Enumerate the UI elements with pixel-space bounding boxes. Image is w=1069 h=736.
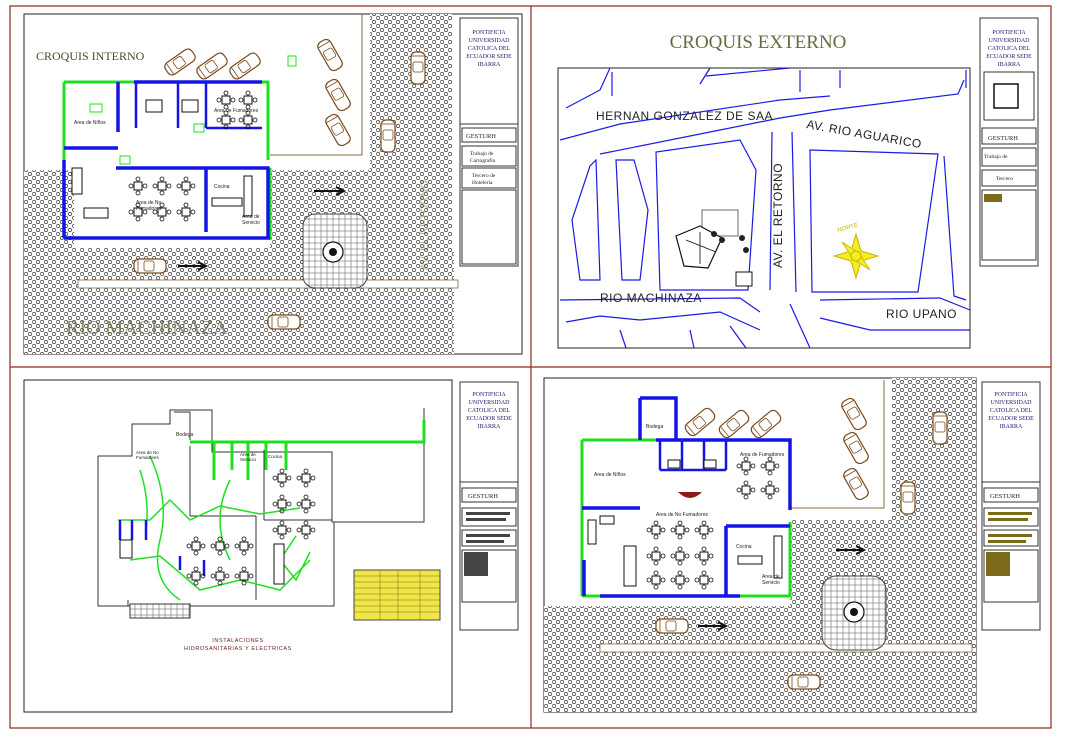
street-label-hernan-gonzalez: HERNAN GONZALEZ DE SAA [596, 109, 773, 123]
final-room-store: Bodega [646, 424, 663, 430]
tb3-institution-5: IBARRA [478, 424, 501, 430]
installations-room-service-1: Area de [240, 452, 256, 457]
tb1-author: GESTURH [466, 133, 496, 140]
tb4-institution-5: IBARRA [1000, 424, 1023, 430]
tb2-level: Tercero [996, 176, 1013, 182]
tb3-institution-3: CATOLICA DEL [468, 408, 511, 414]
final-room-non-smokers: Area de No Fumadores [656, 512, 708, 518]
tb2-institution-1: PONTIFICIA [992, 30, 1026, 36]
installations-room-service-2: Servicio [240, 457, 257, 462]
installations-room-store: Bodega [176, 432, 193, 438]
installations-room-smokers-1: Area de No [136, 450, 159, 455]
installations-caption-1: INSTALACIONES [212, 638, 263, 644]
room-label-non-smokers-2: Fumadores [136, 206, 162, 212]
room-label-smokers: Area de Fumadores [214, 108, 259, 114]
tb2-institution-5: IBARRA [998, 62, 1021, 68]
tb1-institution-5: IBARRA [478, 62, 501, 68]
tb2-institution-4: ECUADOR SEDE [986, 54, 1032, 60]
street-label-retorno-large: AV. EL RETORNO [419, 180, 431, 270]
tb3-institution-2: UNIVERSIDAD [469, 400, 511, 406]
tb1-institution-3: CATOLICA DEL [468, 46, 511, 52]
compass-rose [832, 232, 880, 280]
tb2-institution-2: UNIVERSIDAD [989, 38, 1031, 44]
tb4-institution-3: CATOLICA DEL [990, 408, 1033, 414]
compass-label: NORTE [837, 223, 859, 234]
final-room-service-2: Servicio [762, 580, 780, 586]
internal-sketch-title: CROQUIS INTERNO [36, 49, 145, 63]
installations-room-smokers-2: Fumadores [136, 455, 160, 460]
tb1-work-2: Cartografía [470, 157, 496, 164]
installations-caption-2: HIDROSANITARIAS Y ELECTRICAS [184, 646, 292, 652]
final-room-service-1: Area de [762, 574, 780, 580]
tb2-work: Trabajo de [984, 154, 1008, 160]
external-sketch-title: CROQUIS EXTERNO [670, 32, 847, 53]
tb1-work-1: Trabajo de [470, 151, 494, 157]
installations-room-kitchen: Cocina [268, 454, 283, 459]
tb1-level-2: Hotelería [472, 180, 493, 186]
tb4-institution-1: PONTIFICIA [994, 392, 1028, 398]
tb4-institution-4: ECUADOR SEDE [988, 416, 1034, 422]
tb1-institution-4: ECUADOR SEDE [466, 54, 512, 60]
tb3-institution-4: ECUADOR SEDE [466, 416, 512, 422]
street-label-rio-machinaza: RIO MACHINAZA [600, 291, 702, 305]
tb1-institution-1: PONTIFICIA [472, 30, 506, 36]
room-label-non-smokers-1: Area de No [136, 200, 162, 206]
tb1-level-1: Tercero de [472, 173, 496, 179]
room-label-service-1: Area de [242, 214, 260, 220]
final-room-smokers: Area de Fumadores [740, 452, 785, 458]
street-label-el-retorno: AV. EL RETORNO [771, 163, 785, 268]
tb3-author: GESTURH [468, 493, 498, 500]
street-label-rio-upano: RIO UPANO [886, 307, 957, 321]
street-label-machinaza-large: RIO MACHINAZA [66, 317, 228, 339]
room-label-service-2: Servicio [242, 220, 260, 226]
room-label-kitchen: Cocina [214, 184, 230, 190]
tb4-institution-2: UNIVERSIDAD [991, 400, 1033, 406]
tb2-author: GESTURH [988, 135, 1018, 142]
final-room-kitchen: Cocina [736, 544, 752, 550]
final-room-kids: Area de Niños [594, 472, 626, 478]
tb1-institution-2: UNIVERSIDAD [469, 38, 511, 44]
tb3-institution-1: PONTIFICIA [472, 392, 506, 398]
tb4-author: GESTURH [990, 493, 1020, 500]
tb2-institution-3: CATOLICA DEL [988, 46, 1031, 52]
room-label-kids: Area de Niños [74, 120, 106, 126]
